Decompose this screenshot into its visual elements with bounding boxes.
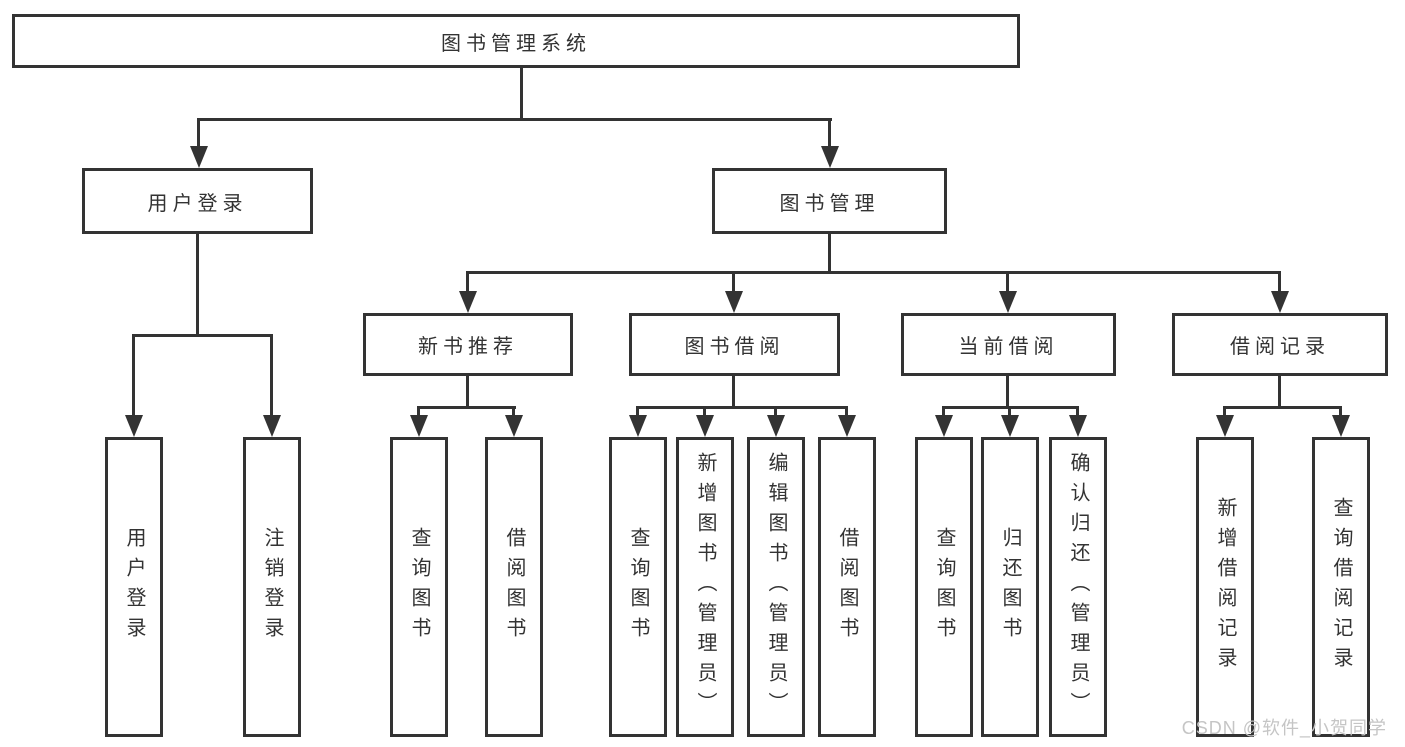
connector-root-bar-line [197, 118, 832, 121]
arrow-down-icon [505, 415, 523, 437]
connector-leaf-stem-line [845, 406, 848, 420]
connector-new-book-bar-line [417, 406, 516, 409]
connector-book-borrow-bar-line [636, 406, 848, 409]
leaf-borrow-book-recommend: 借阅图书 [485, 437, 543, 737]
arrow-down-icon [125, 415, 143, 437]
leaf-query-borrow-record: 查询借阅记录 [1312, 437, 1370, 737]
leaf-add-borrow-record: 新增借阅记录 [1196, 437, 1254, 737]
arrow-down-icon [838, 415, 856, 437]
node-book-borrow: 图书借阅 [629, 313, 840, 376]
node-borrow-record: 借阅记录 [1172, 313, 1388, 376]
leaf-logout-login: 注销登录 [243, 437, 301, 737]
leaf-confirm-return-admin: 确认归还（管理员） [1049, 437, 1107, 737]
connector-level3-stem-line [1006, 271, 1009, 295]
arrow-down-icon [1001, 415, 1019, 437]
arrow-down-icon [999, 291, 1017, 313]
connector-level3-stem-line [1278, 271, 1281, 295]
arrow-down-icon [821, 146, 839, 168]
connector-book-borrow-down-line [732, 376, 735, 408]
node-user-login: 用户登录 [82, 168, 313, 234]
connector-borrow-record-down-line [1278, 376, 1281, 408]
leaf-return-book: 归还图书 [981, 437, 1039, 737]
arrow-down-icon [725, 291, 743, 313]
arrow-down-icon [767, 415, 785, 437]
connector-book-mgmt-bar-line [466, 271, 1281, 274]
connector-leaf-stem-line [132, 334, 135, 418]
node-current-borrow: 当前借阅 [901, 313, 1116, 376]
connector-level3-stem-line [732, 271, 735, 295]
leaf-query-book-borrow: 查询图书 [609, 437, 667, 737]
connector-leaf-stem-line [1076, 406, 1079, 420]
connector-leaf-stem-line [417, 406, 420, 420]
connector-borrow-record-bar-line [1223, 406, 1342, 409]
connector-leaf-stem-line [942, 406, 945, 420]
connector-level3-stem-line [466, 271, 469, 295]
connector-user-login-stem-line [197, 118, 200, 152]
node-root: 图书管理系统 [12, 14, 1020, 68]
leaf-edit-book-admin: 编辑图书（管理员） [747, 437, 805, 737]
connector-leaf-stem-line [774, 406, 777, 420]
connector-user-login-down-line [196, 234, 199, 337]
arrow-down-icon [629, 415, 647, 437]
watermark: CSDN @软件_小贺同学 [1181, 718, 1387, 738]
leaf-borrow-book: 借阅图书 [818, 437, 876, 737]
node-new-book-recommend: 新书推荐 [363, 313, 573, 376]
connector-root-stem-line [520, 68, 523, 121]
arrow-down-icon [935, 415, 953, 437]
arrow-down-icon [1216, 415, 1234, 437]
arrow-down-icon [1069, 415, 1087, 437]
connector-current-borrow-down-line [1006, 376, 1009, 408]
node-book-management: 图书管理 [712, 168, 947, 234]
connector-leaf-stem-line [1223, 406, 1226, 420]
leaf-query-book-current: 查询图书 [915, 437, 973, 737]
arrow-down-icon [1332, 415, 1350, 437]
arrow-down-icon [190, 146, 208, 168]
arrow-down-icon [1271, 291, 1289, 313]
leaf-user-login: 用户登录 [105, 437, 163, 737]
connector-leaf-stem-line [512, 406, 515, 420]
connector-leaf-stem-line [270, 334, 273, 418]
leaf-add-book-admin: 新增图书（管理员） [676, 437, 734, 737]
arrow-down-icon [459, 291, 477, 313]
connector-leaf-stem-line [703, 406, 706, 420]
leaf-query-book-recommend: 查询图书 [390, 437, 448, 737]
connector-leaf-stem-line [1008, 406, 1011, 420]
connector-book-mgmt-stem-line [828, 118, 831, 152]
connector-user-login-bar-line [132, 334, 273, 337]
connector-leaf-stem-line [636, 406, 639, 420]
connector-new-book-down-line [466, 376, 469, 408]
arrow-down-icon [696, 415, 714, 437]
arrow-down-icon [263, 415, 281, 437]
arrow-down-icon [410, 415, 428, 437]
connector-book-mgmt-down-line [828, 234, 831, 274]
connector-leaf-stem-line [1339, 406, 1342, 420]
